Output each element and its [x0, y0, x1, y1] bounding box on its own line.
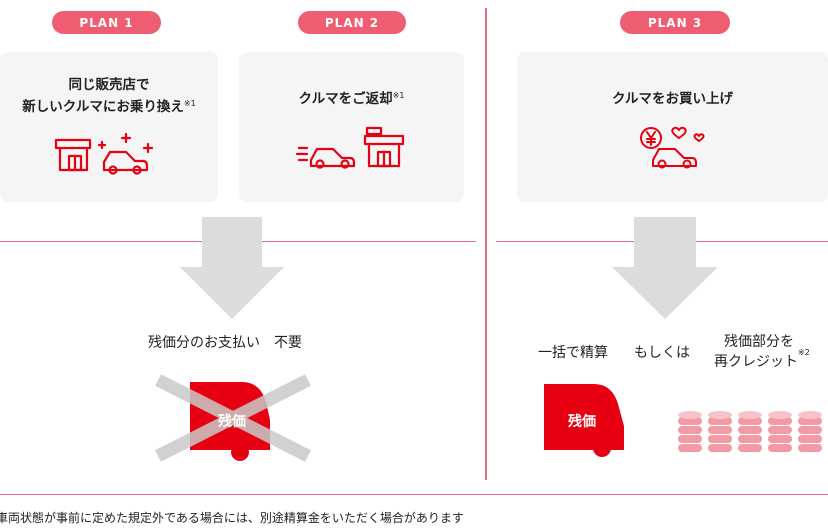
divider-bottom [0, 494, 828, 495]
coin-stacks-icon [678, 411, 822, 452]
plan-1-card: 同じ販売店で 新しいクルマにお乗り換え※1 [0, 52, 218, 202]
down-arrow-right [612, 217, 718, 319]
option-recredit-note: ※2 [798, 348, 810, 357]
option-recredit-line1: 残価部分を [724, 334, 794, 350]
residual-truck-icon [544, 384, 624, 457]
car-with-yen-and-hearts-icon [640, 126, 705, 169]
option-or: もしくは [634, 345, 690, 361]
footnote: 車両状態が事前に定めた規定外である場合には、別途精算金をいただく場合があります [0, 511, 464, 525]
left-result-text: 残価分のお支払い 不要 [148, 335, 302, 351]
option-recredit-line2: 再クレジット※2 [714, 348, 810, 370]
plan-1-badge: PLAN 1 [52, 11, 161, 34]
down-arrow-left [180, 217, 284, 319]
plan-3-line1: クルマをお買い上げ [611, 91, 734, 107]
left-truck-label: 残価 [218, 414, 246, 430]
crossed-out-truck-icon [155, 374, 311, 462]
plan-2-line1: クルマをご返却 [298, 91, 393, 107]
car-returning-to-store-icon [295, 126, 405, 169]
plan-divider-vertical [485, 8, 487, 480]
plan-1-line1: 同じ販売店で [68, 77, 150, 93]
store-to-sparkling-car-icon [54, 132, 154, 175]
plan-1-text: 同じ販売店で 新しいクルマにお乗り換え※1 [0, 74, 218, 118]
plan-3-card: クルマをお買い上げ [517, 52, 828, 202]
plan-1-note: ※1 [183, 99, 196, 108]
plan-2-card: クルマをご返却※1 [239, 52, 464, 202]
plan-2-badge: PLAN 2 [298, 11, 406, 34]
plan-3-badge: PLAN 3 [620, 11, 730, 34]
plan-1-line2: 新しいクルマにお乗り換え [22, 99, 184, 115]
option-lump-sum: 一括で精算 [538, 345, 608, 361]
right-truck-label: 残価 [568, 414, 596, 430]
plan-2-note: ※1 [392, 91, 405, 100]
